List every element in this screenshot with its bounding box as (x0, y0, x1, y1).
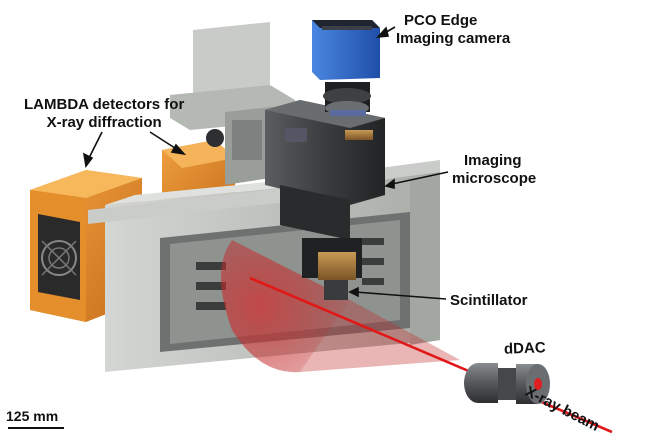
scintillator-assembly (302, 238, 362, 300)
label-ddac: dDAC (503, 339, 546, 358)
label-pco-line1: PCO Edge (404, 12, 478, 29)
label-microscope-line1: Imaging (464, 152, 522, 169)
imaging-microscope (206, 100, 385, 240)
label-scale-bar: 125 mm (6, 408, 59, 424)
callout-arrows (82, 26, 449, 300)
label-imaging-microscope: Imaging microscope (452, 152, 536, 188)
diffraction-cone (221, 240, 350, 373)
label-microscope-line2: microscope (452, 170, 537, 187)
fan-grille-icon (38, 214, 80, 300)
cone-extension (300, 300, 460, 372)
label-pco-edge-camera: PCO Edge Imaging camera (396, 12, 510, 48)
xray-beam-line (249, 276, 613, 434)
label-lambda-line1: LAMBDA detectors for (24, 96, 185, 113)
pco-edge-camera (312, 20, 380, 116)
ddac-cell (464, 363, 550, 404)
label-lambda-line2: X-ray diffraction (46, 114, 162, 131)
label-lambda-detectors: LAMBDA detectors for X-ray diffraction (24, 96, 184, 132)
label-scintillator: Scintillator (450, 292, 528, 309)
label-pco-line2: Imaging camera (396, 30, 511, 47)
